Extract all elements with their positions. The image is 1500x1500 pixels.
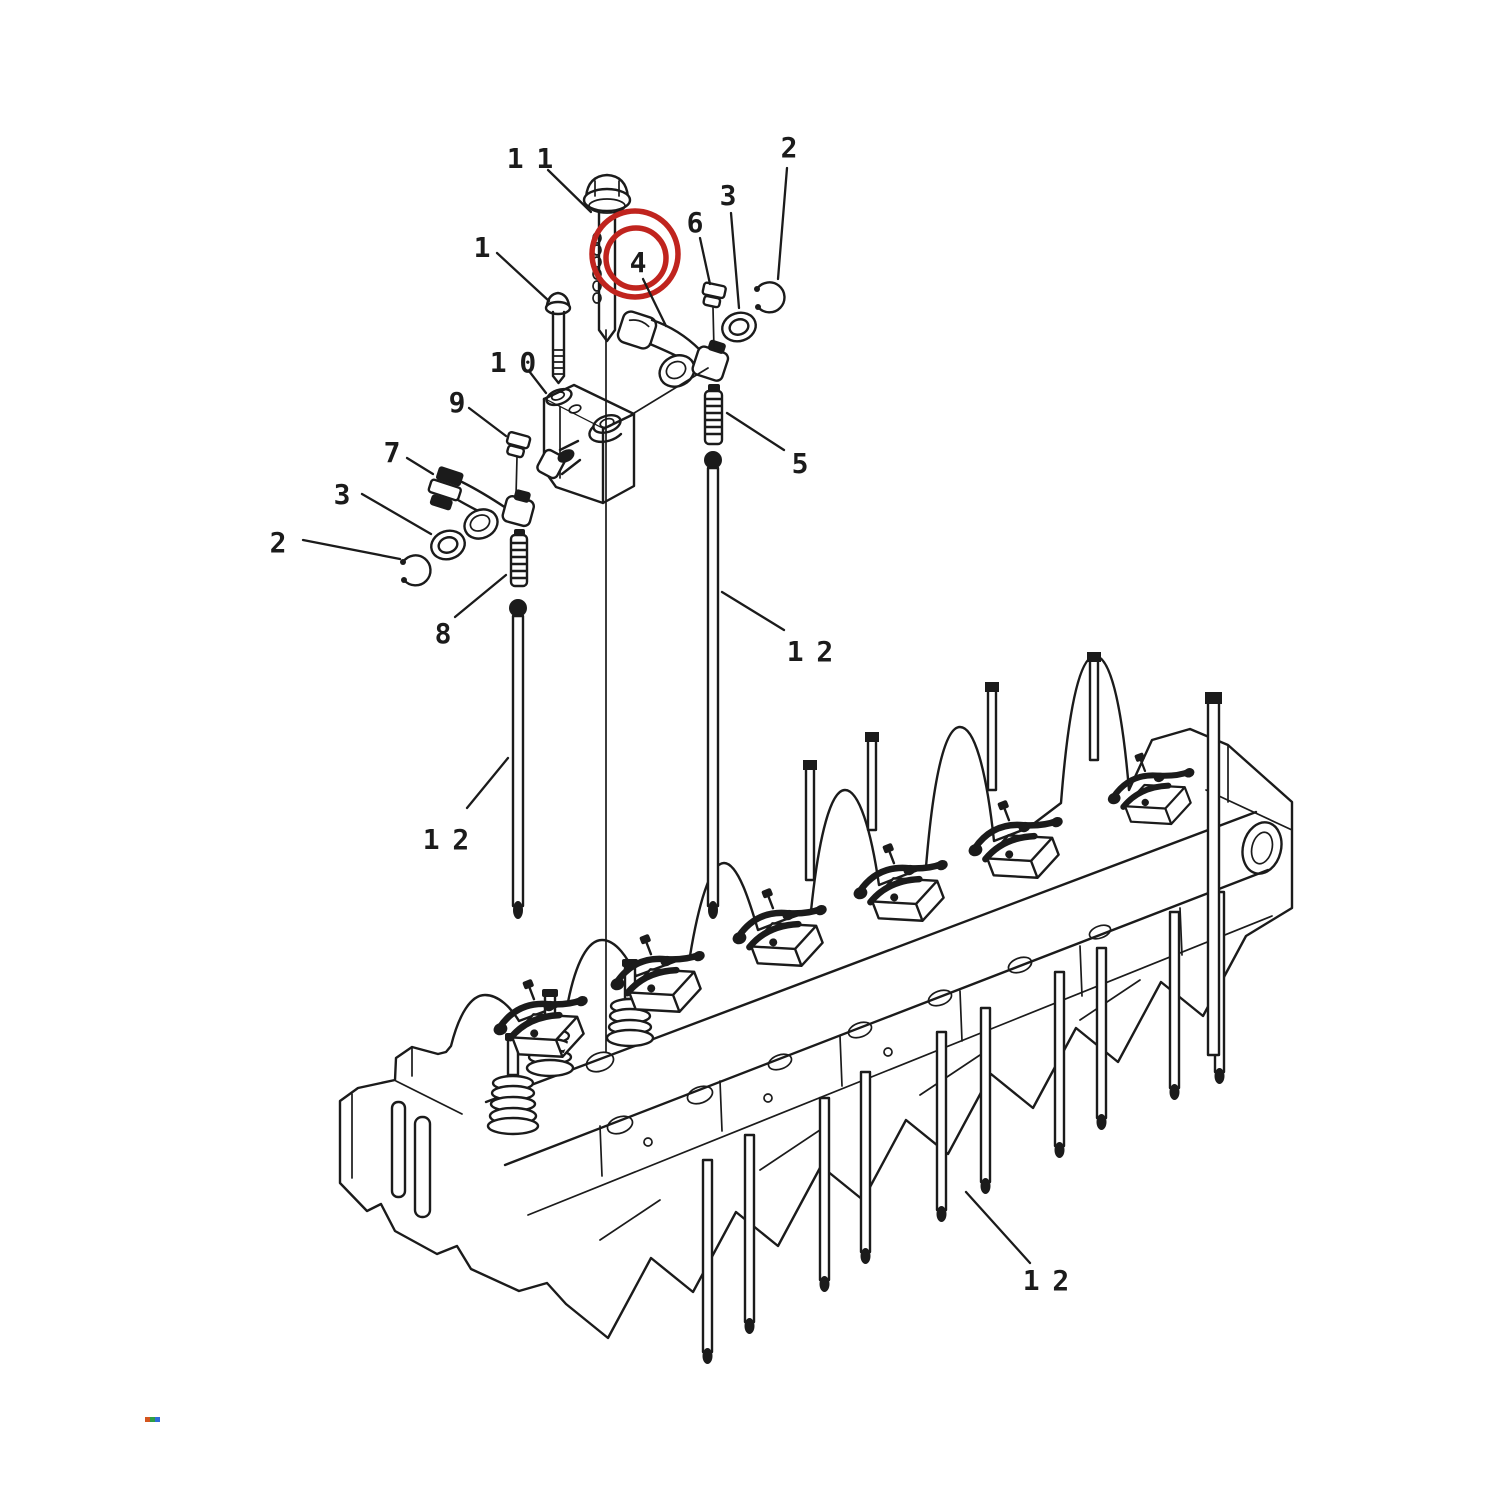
- callout-11: 1 1: [507, 142, 553, 175]
- leader-5: [725, 411, 786, 452]
- leader-3-right: [729, 211, 741, 310]
- washer-3-left: [430, 529, 466, 561]
- highlight-ring-outer: [589, 208, 681, 300]
- left-end-slot: [390, 1100, 407, 1199]
- rail-columns: [599, 907, 1183, 1177]
- callout-2-right: 2: [781, 131, 796, 164]
- snap-ring-2-left: [400, 554, 432, 587]
- rocker-arm-7: [427, 466, 535, 540]
- deck-rail: [527, 915, 1273, 1216]
- push-rods-installed: [701, 890, 1226, 1364]
- push-rods-upper: [803, 652, 1222, 1057]
- bracket-side-boss: [536, 439, 582, 480]
- callout-8: 8: [435, 617, 451, 650]
- nut-9-stud-line: [515, 456, 518, 497]
- deck-ports: [585, 924, 1112, 1147]
- callout-9: 9: [449, 386, 465, 419]
- valve-spring: [486, 1033, 540, 1136]
- right-end-face: [1205, 744, 1293, 875]
- nut-9: [505, 431, 532, 459]
- callout-3-right: 3: [720, 179, 736, 212]
- adjusting-screw-8: [509, 529, 529, 588]
- leader-4: [641, 277, 668, 328]
- leader-2-right: [776, 166, 789, 281]
- callout-1: 1: [474, 231, 490, 264]
- push-rod-12-left: [509, 599, 527, 919]
- rocker-bracket-10: [536, 383, 636, 505]
- left-end-details: [351, 1046, 463, 1179]
- bolt-11: [582, 173, 632, 1053]
- callout-7: 7: [384, 436, 399, 469]
- mount-alignment-line: [625, 367, 709, 419]
- leader-11: [546, 168, 593, 214]
- leader-2-left: [301, 538, 402, 561]
- callout-12-right: 1 2: [787, 635, 832, 668]
- snap-ring-2-right: [754, 281, 786, 314]
- callout-6: 6: [687, 206, 703, 239]
- nut-6: [701, 281, 727, 309]
- leader-1: [495, 251, 551, 303]
- casting-webs: [599, 979, 1141, 1241]
- highlight-ring-inner: [603, 225, 669, 291]
- bolt-1: [544, 291, 572, 385]
- leader-12-bottom: [964, 1190, 1032, 1265]
- scan-artifact: [145, 1417, 160, 1422]
- deck-rail: [503, 868, 1270, 1167]
- leader-12-left: [465, 756, 510, 810]
- callouts: 1 1 1 1 0 9 7 3 2 8 1 2 4 6 3 2 5 1 2 1 …: [270, 131, 1070, 1297]
- callout-2-left: 2: [270, 526, 285, 559]
- leader-12-right: [720, 590, 786, 632]
- engine-assembly: [338, 652, 1294, 1364]
- deck-rail: [484, 810, 1258, 1104]
- leader-8: [453, 573, 508, 619]
- adjusting-screw-5: [703, 384, 724, 446]
- callout-12-bottom: 1 2: [1023, 1264, 1068, 1297]
- leader-6: [698, 236, 712, 286]
- leader-lines: [301, 166, 1032, 1265]
- callout-3-left: 3: [334, 478, 350, 511]
- leader-7: [405, 456, 435, 476]
- leader-3-left: [360, 492, 433, 536]
- highlight-ring: [589, 208, 681, 300]
- callout-12-left: 1 2: [423, 823, 468, 856]
- washer-3-right: [721, 311, 757, 343]
- push-rod-12-right: [704, 451, 722, 919]
- callout-5: 5: [792, 447, 807, 480]
- leader-10: [527, 369, 548, 395]
- callout-10: 1 0: [490, 346, 536, 379]
- leader-9: [467, 406, 508, 438]
- callout-4: 4: [630, 246, 646, 279]
- engine-silhouette: [338, 654, 1294, 1340]
- nut-6-stud-line: [712, 307, 715, 351]
- left-end-slot: [413, 1115, 432, 1219]
